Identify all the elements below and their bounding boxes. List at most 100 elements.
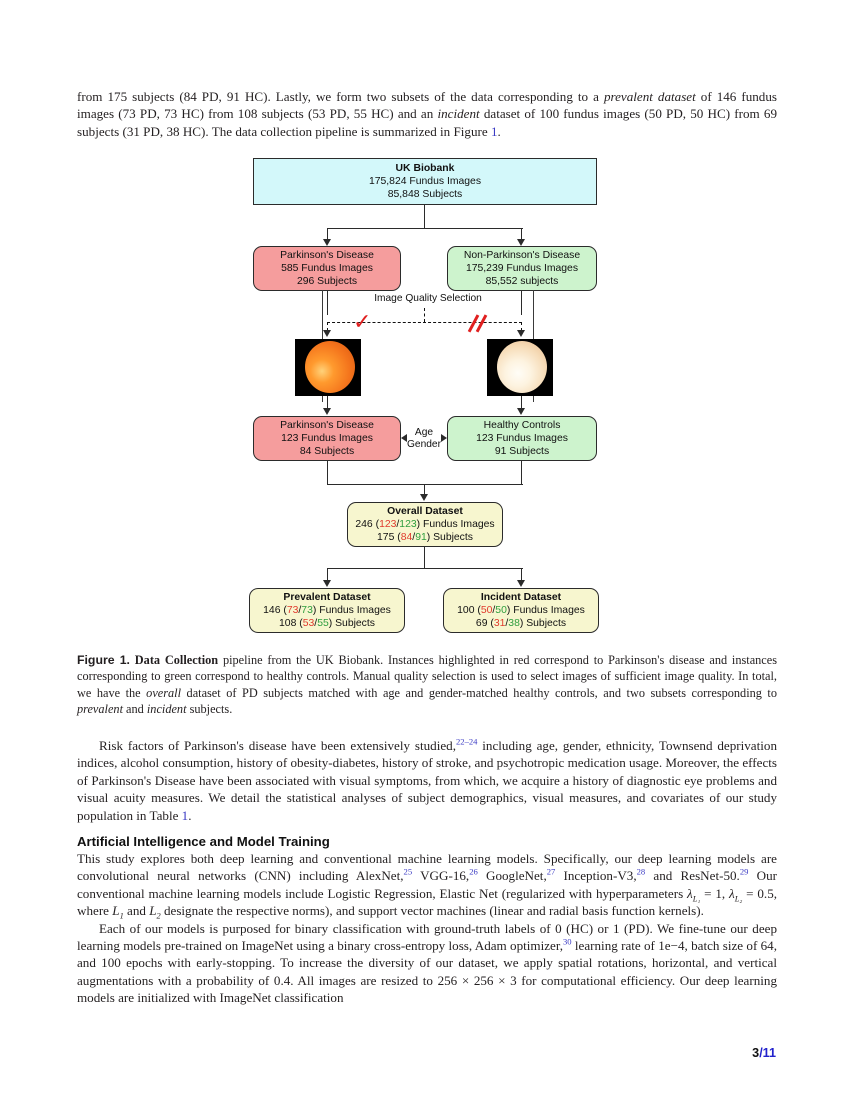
connector-good-down <box>327 396 329 410</box>
dash-quality-bar <box>327 322 522 323</box>
top-paragraph-block: from 175 subjects (84 PD, 91 HC). Lastly… <box>77 88 777 140</box>
node-incident-images: 100 (50/50) Fundus Images <box>457 604 585 616</box>
section-heading-ai-model-training: Artificial Intelligence and Model Traini… <box>77 834 330 849</box>
prevalent-subjects-hc: 55 <box>317 618 329 630</box>
models-seg5: and ResNet-50. <box>645 868 740 884</box>
figure-caption-em3: incident <box>146 702 187 717</box>
risk-factors-paragraph: Risk factors of Parkinson's disease have… <box>77 737 777 824</box>
prevalent-subjects-total: 108 <box>279 618 297 630</box>
models-seg1: This study explores both deep learning a… <box>77 851 777 884</box>
arrowhead-to-overall <box>419 494 428 501</box>
connector-hc-down <box>521 461 523 485</box>
math-lambda-2: λ <box>729 885 735 901</box>
matching-criteria-label: Age Gender <box>402 427 446 452</box>
figure-caption-em2: prevalent <box>77 702 123 717</box>
top-paragraph: from 175 subjects (84 PD, 91 HC). Lastly… <box>77 88 777 140</box>
models-seg3: GoogleNet, <box>477 868 547 884</box>
figure-caption: Figure 1. Data Collection pipeline from … <box>77 652 777 718</box>
citation-25[interactable]: 25 <box>403 867 413 878</box>
fundus-thumbnail-good <box>295 339 361 396</box>
node-non-parkinsons: Non-Parkinson's Disease 175,239 Fundus I… <box>447 246 597 291</box>
node-healthy-controls: Healthy Controls 123 Fundus Images 91 Su… <box>447 416 597 461</box>
citation-29[interactable]: 29 <box>739 867 749 878</box>
incident-subjects-suffix: Subjects <box>526 618 567 630</box>
top-paragraph-em1: prevalent dataset <box>603 89 696 104</box>
node-healthy-controls-title: Healthy Controls <box>483 419 561 431</box>
connector-pd-top-down <box>327 291 329 315</box>
citation-22-24[interactable]: 22–24 <box>455 736 478 747</box>
arrowhead-to-parkinsons-top <box>323 239 331 246</box>
node-overall-subjects: 175 (84/91) Subjects <box>377 532 473 544</box>
citation-27[interactable]: 27 <box>546 867 556 878</box>
double-slash-reject-icon <box>467 313 493 335</box>
node-non-parkinsons-title: Non-Parkinson's Disease <box>463 249 581 261</box>
training-paragraph: Each of our models is purposed for binar… <box>77 920 777 1007</box>
incident-images-suffix: Fundus Images <box>513 604 585 616</box>
node-overall-title: Overall Dataset <box>387 505 463 517</box>
risk-seg2: including age, gender, ethnicity, Townse… <box>77 738 777 823</box>
connector-overall-bar <box>327 568 523 570</box>
arrowhead-reject <box>516 330 525 337</box>
citation-28[interactable]: 28 <box>636 867 646 878</box>
node-incident-title: Incident Dataset <box>480 591 562 603</box>
math-L2: L <box>149 903 157 919</box>
connector-merge-stem <box>424 484 426 495</box>
connector-biobank-left-drop <box>327 228 329 240</box>
arrowhead-to-healthy-controls <box>516 408 525 415</box>
incident-subjects-hc: 38 <box>508 618 520 630</box>
math-lambda-2-value: = 0.5, where <box>77 885 778 919</box>
page-number: 3/11 <box>752 1046 776 1060</box>
models-paragraph: This study explores both deep learning a… <box>77 850 778 921</box>
overall-images-pd: 123 <box>379 518 397 530</box>
incident-subjects-total: 69 <box>475 618 488 630</box>
dash-quality-stem <box>424 308 425 322</box>
node-parkinsons-bottom-subjects: 84 Subjects <box>299 446 355 458</box>
prevalent-subjects-pd: 53 <box>302 618 315 630</box>
arrowhead-matching-right <box>441 434 447 442</box>
risk-factors-block: Risk factors of Parkinson's disease have… <box>77 737 777 824</box>
citation-30[interactable]: 30 <box>562 936 572 947</box>
overall-images-hc: 123 <box>399 518 417 530</box>
incident-images-pd: 50 <box>480 604 493 616</box>
figure-caption-seg3: and <box>122 702 147 717</box>
citation-26[interactable]: 26 <box>469 867 478 878</box>
node-parkinsons-top-subjects: 296 Subjects <box>296 276 358 288</box>
top-paragraph-em2: incident <box>437 106 480 122</box>
figure-caption-em1: overall <box>146 685 182 700</box>
table-1-link[interactable]: 1 <box>181 807 189 823</box>
arrowhead-to-non-parkinsons <box>517 239 525 246</box>
top-paragraph-seg3: dataset of 100 fundus images (50 PD, 50 … <box>77 106 777 139</box>
top-paragraph-seg2: of 146 fundus images (73 PD, 73 HC) from… <box>77 89 777 122</box>
math-lambda-2-sub: L₂ <box>734 894 743 904</box>
arrowhead-to-incident <box>516 580 525 587</box>
incident-subjects-pd: 31 <box>493 618 506 630</box>
figure-caption-seg4: subjects. <box>186 702 233 717</box>
overall-images-total: 246 <box>355 518 373 530</box>
connector-poor-down <box>521 396 523 410</box>
connector-biobank-right-drop <box>521 228 523 240</box>
models-seg7: designate the respective norms), and sup… <box>160 903 704 919</box>
prevalent-images-hc: 73 <box>301 604 313 616</box>
node-healthy-controls-images: 123 Fundus Images <box>476 432 568 444</box>
node-incident-subjects: 69 (31/38) Subjects <box>475 618 567 630</box>
overall-subjects-total: 175 <box>377 532 395 544</box>
top-paragraph-seg1: from 175 subjects (84 PD, 91 HC). Lastly… <box>77 89 604 104</box>
dash-quality-left <box>327 322 328 331</box>
connector-incident-drop <box>521 568 523 581</box>
fundus-thumbnail-poor <box>487 339 553 396</box>
node-prevalent-dataset: Prevalent Dataset 146 (73/73) Fundus Ima… <box>249 588 405 633</box>
figure-caption-seg1: pipeline from the UK Biobank. Instances … <box>77 653 778 700</box>
risk-seg1: Risk factors of Parkinson's disease have… <box>99 738 456 753</box>
node-parkinsons-bottom-images: 123 Fundus Images <box>281 432 373 444</box>
models-seg6: Our conventional machine learning models… <box>77 868 777 901</box>
prevalent-images-total: 146 <box>263 604 281 616</box>
connector-prevalent-drop <box>327 568 329 581</box>
fundus-disc-poor <box>497 341 547 393</box>
prevalent-images-pd: 73 <box>286 604 299 616</box>
figure-1-link[interactable]: 1 <box>490 123 498 139</box>
page-number-current: 3 <box>752 1046 760 1060</box>
figure-caption-text: Figure 1. Data Collection pipeline from … <box>77 652 777 718</box>
check-mark-icon: ✓ <box>353 310 372 335</box>
overall-subjects-suffix: Subjects <box>433 532 473 544</box>
models-seg4: Inception-V3, <box>555 868 637 884</box>
